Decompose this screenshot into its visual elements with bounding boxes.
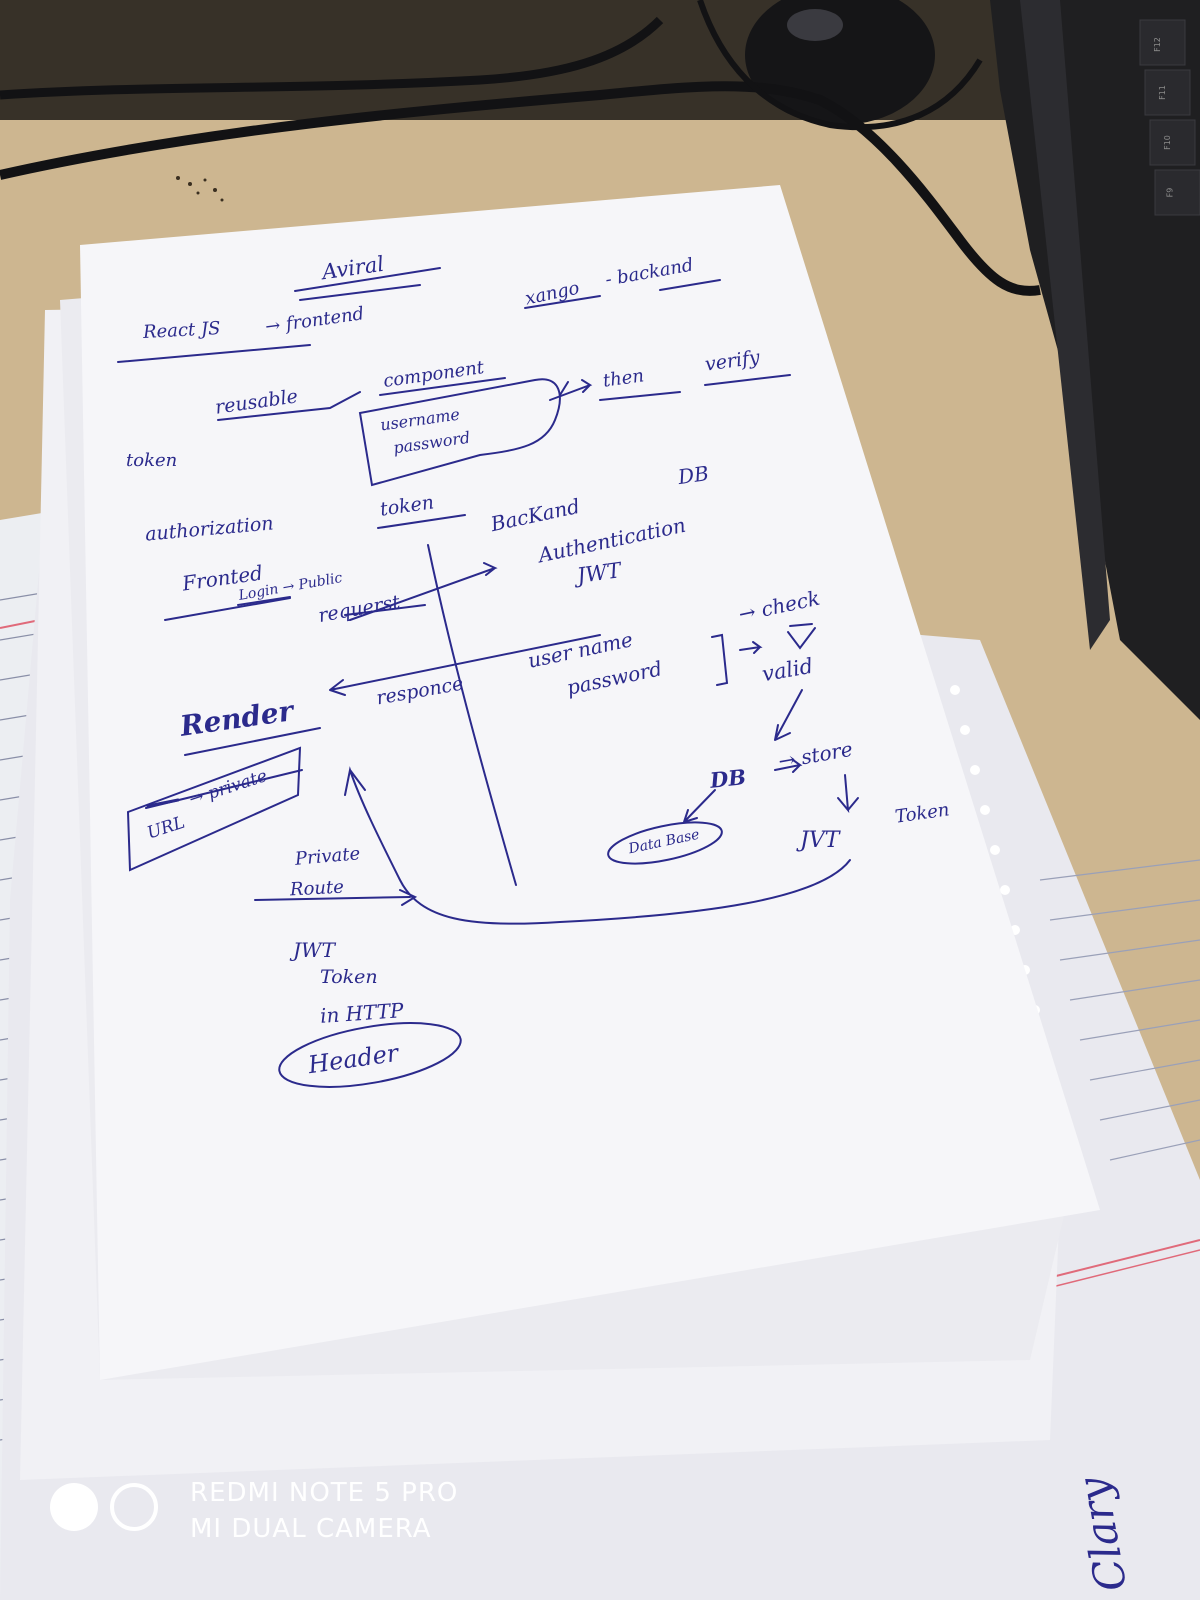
stack-margin bbox=[1039, 1249, 1200, 1291]
note-token-bottom: Token bbox=[320, 966, 378, 988]
key-f12: F12 bbox=[1152, 37, 1162, 52]
watermark-dot-ring-icon bbox=[110, 1483, 158, 1531]
stack-lines bbox=[1039, 859, 1200, 1161]
note-jwt-bottom: JWT bbox=[293, 938, 335, 962]
note-token: token bbox=[126, 450, 178, 471]
cable bbox=[0, 81, 1041, 296]
note-in-http: in HTTP bbox=[319, 998, 405, 1028]
cable bbox=[697, 0, 983, 131]
paper-sheet bbox=[80, 185, 1100, 1380]
stack-margin bbox=[1039, 1239, 1200, 1281]
keyboard-keys bbox=[1139, 19, 1200, 216]
ink-strokes bbox=[117, 267, 859, 1088]
note-db-top: DB bbox=[676, 460, 711, 490]
key-f11: F11 bbox=[1157, 85, 1167, 100]
keyboard-edge bbox=[1020, 0, 1110, 650]
watermark-line-1: REDMI NOTE 5 PRO bbox=[190, 1478, 459, 1508]
note-react-js: React JS bbox=[142, 317, 222, 344]
mouse-highlight bbox=[787, 9, 843, 41]
key-f10: F10 bbox=[1162, 135, 1172, 150]
note-db-store: DB bbox=[708, 764, 748, 793]
watermark-dot-filled-icon bbox=[50, 1483, 98, 1531]
note-jvt: JVT bbox=[800, 828, 840, 853]
dust-specks bbox=[176, 176, 224, 202]
cable bbox=[0, 16, 664, 100]
watermark-line-2: MI DUAL CAMERA bbox=[190, 1514, 432, 1544]
note-route: Route bbox=[289, 876, 345, 901]
key-f9: F9 bbox=[1165, 187, 1175, 198]
